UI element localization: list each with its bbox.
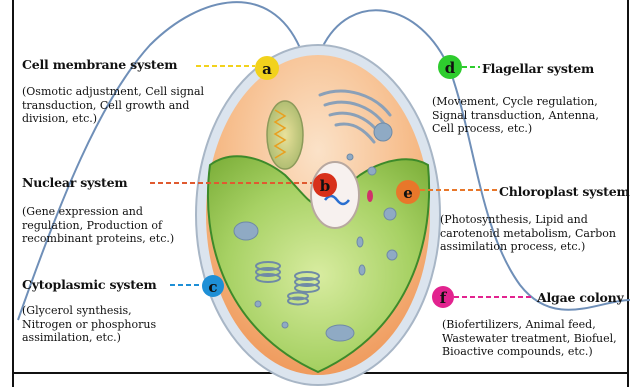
badge-f: f bbox=[432, 286, 454, 308]
desc-chloroplast-system: (Photosynthesis, Lipid and carotenoid me… bbox=[440, 213, 616, 254]
label-flagellar-system: Flagellar system bbox=[482, 61, 594, 76]
desc-cytoplasmic-system: (Glycerol synthesis, Nitrogen or phospho… bbox=[22, 304, 156, 345]
label-nuclear-system: Nuclear system bbox=[22, 175, 127, 190]
eyespot bbox=[367, 190, 373, 202]
label-cell-membrane-system: Cell membrane system bbox=[22, 57, 177, 72]
label-chloroplast-system: Chloroplast system bbox=[499, 184, 630, 199]
mitochondrion bbox=[267, 101, 303, 169]
badge-b-letter: b bbox=[320, 177, 331, 195]
label-algae-colony: Algae colony bbox=[537, 290, 624, 305]
badge-c: c bbox=[202, 275, 224, 297]
badge-a-letter: a bbox=[262, 60, 272, 78]
badge-a: a bbox=[255, 56, 279, 80]
label-cytoplasmic-system: Cytoplasmic system bbox=[22, 277, 157, 292]
desc-flagellar-system: (Movement, Cycle regulation, Signal tran… bbox=[432, 95, 599, 136]
badge-d-letter: d bbox=[445, 59, 456, 77]
desc-cell-membrane-system: (Osmotic adjustment, Cell signal transdu… bbox=[22, 85, 204, 126]
badge-c-letter: c bbox=[208, 278, 217, 296]
nucleus bbox=[311, 162, 359, 228]
badge-e-letter: e bbox=[403, 184, 413, 202]
badge-d: d bbox=[438, 55, 462, 79]
badge-e: e bbox=[396, 180, 420, 204]
badge-b: b bbox=[313, 173, 337, 197]
desc-algae-colony: (Biofertilizers, Animal feed, Wastewater… bbox=[442, 318, 617, 359]
desc-nuclear-system: (Gene expression and regulation, Product… bbox=[22, 205, 174, 246]
